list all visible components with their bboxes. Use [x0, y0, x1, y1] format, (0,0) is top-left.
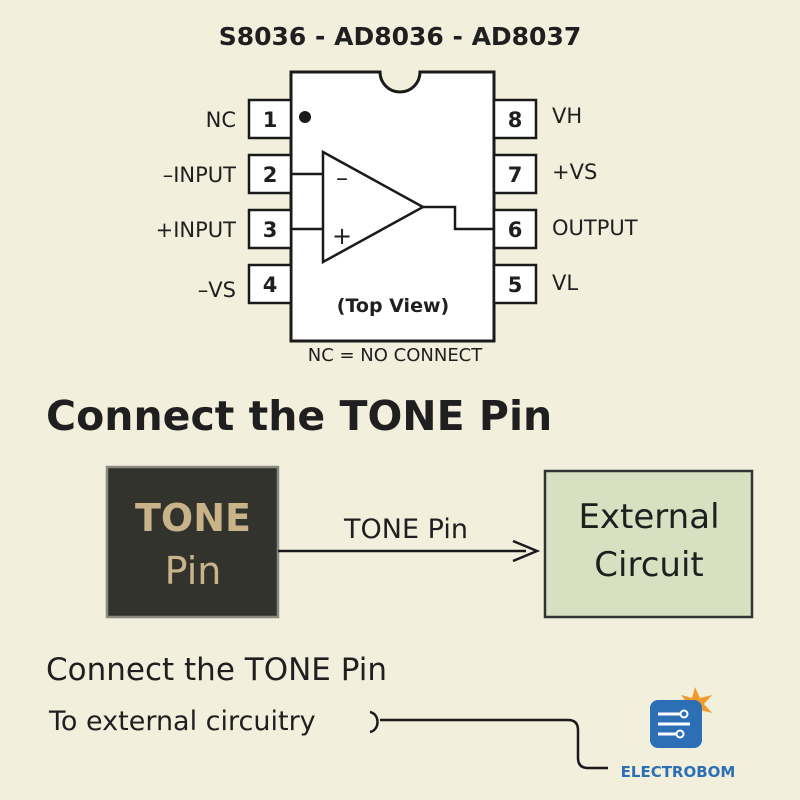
pin-box [247, 153, 293, 195]
pin-box [492, 263, 538, 305]
pin-label: –INPUT [163, 163, 236, 187]
pin-number: 7 [508, 163, 523, 187]
pinout-title: S8036 - AD8036 - AD8037 [219, 22, 582, 51]
arrow-label: TONE Pin [343, 514, 468, 545]
pin-box [492, 153, 538, 195]
left-pin-3: 3 +INPUT [156, 208, 293, 250]
arrow-head-icon [512, 539, 541, 563]
right-pin-7: 7 +VS [492, 153, 597, 195]
pin-label: +VS [552, 160, 597, 184]
circuit-chip-icon [650, 700, 702, 748]
pin-label: –VS [198, 278, 236, 302]
pin-box [247, 98, 293, 140]
tone-box-rect [105, 465, 280, 619]
pin-box [492, 98, 538, 140]
wire-output [423, 205, 494, 231]
pin-label: OUTPUT [552, 216, 638, 240]
circuit-box-line1: External [578, 497, 719, 537]
pin-label: VL [552, 271, 578, 295]
opamp-minus-sign: – [336, 164, 348, 192]
left-pin-2: 2 –INPUT [163, 153, 293, 195]
bracket-icon [369, 710, 379, 734]
tone-box-line2: Pin [165, 549, 222, 593]
circuit-box-line2: Circuit [594, 545, 703, 585]
brand-name: ELECTROBOM [621, 763, 736, 781]
pin-number: 4 [263, 273, 278, 297]
section-heading: Connect the TONE Pin [46, 392, 552, 440]
pin-label: +INPUT [156, 218, 237, 242]
nc-footnote: NC = NO CONNECT [308, 345, 484, 366]
pin-label: NC [206, 108, 236, 132]
circuit-box-rect [543, 469, 754, 619]
electrobom-logo: ELECTROBOM [621, 687, 736, 781]
right-pin-8: 8 VH [492, 98, 582, 140]
opamp-plus-sign: + [332, 222, 352, 250]
pin-number: 6 [508, 218, 523, 242]
top-view-label: (Top View) [337, 295, 449, 317]
pin1-dot [299, 111, 311, 123]
pin-number: 8 [508, 108, 523, 132]
tone-box-line1: TONE [135, 496, 251, 540]
footer-line1: Connect the TONE Pin [46, 652, 387, 688]
pin-label: VH [552, 104, 582, 128]
pin-number: 3 [263, 218, 278, 242]
tone-pin-box: TONE Pin [105, 465, 280, 619]
footer-connector-line [380, 718, 608, 770]
external-circuit-box: External Circuit [543, 469, 754, 619]
pin-box [492, 208, 538, 250]
pin-number: 5 [508, 273, 523, 297]
opamp-triangle [321, 149, 426, 265]
left-pin-4: 4 –VS [198, 263, 293, 305]
footer-line2: To external circuitry [48, 706, 316, 737]
pin-box [247, 263, 293, 305]
right-pin-6: 6 OUTPUT [492, 208, 638, 250]
pin-number: 1 [263, 108, 278, 132]
pin-number: 2 [263, 163, 278, 187]
right-pin-5: 5 VL [492, 263, 578, 305]
left-pin-1: 1 NC [206, 98, 293, 140]
